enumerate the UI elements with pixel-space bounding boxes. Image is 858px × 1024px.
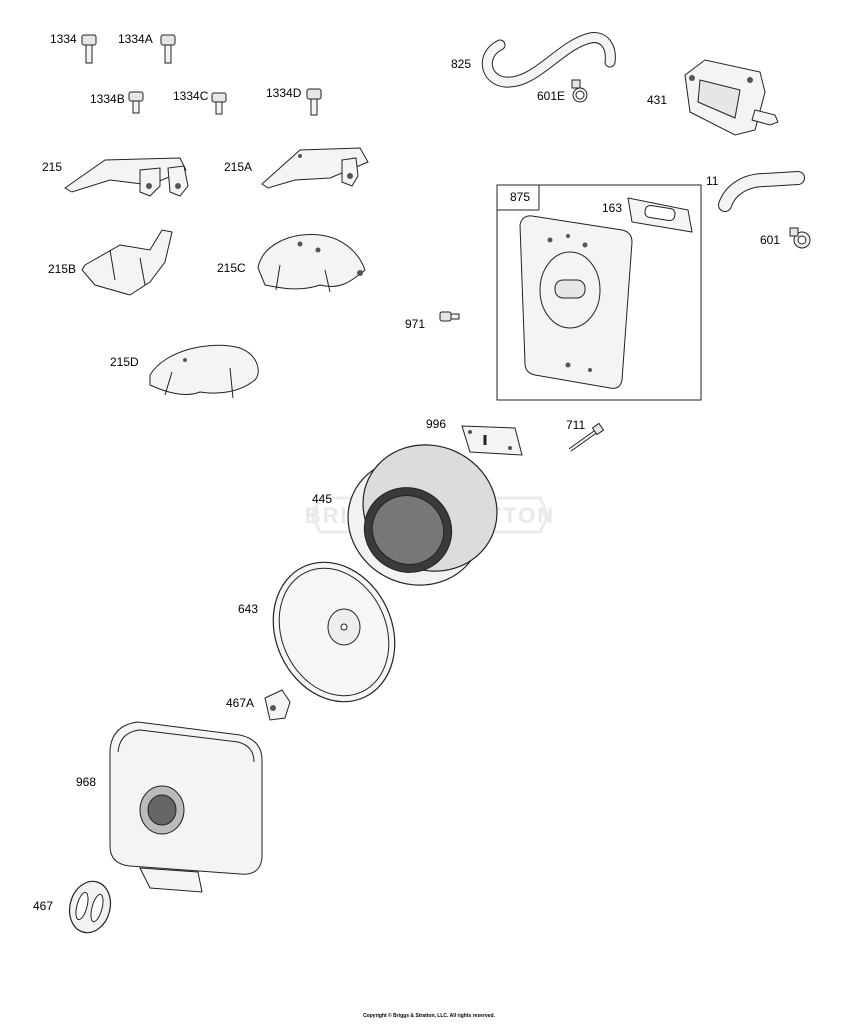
- bolt-1334c: [211, 92, 227, 115]
- part-label-431: 431: [647, 93, 667, 107]
- part-label-971: 971: [405, 317, 425, 331]
- part-label-643: 643: [238, 602, 258, 616]
- air-cleaner-cover-968: [109, 721, 263, 893]
- copyright-notice: Copyright © Briggs & Stratton, LLC. All …: [363, 1013, 495, 1019]
- part-label-1334: 1334: [50, 32, 77, 46]
- part-label-11: 11: [706, 174, 719, 188]
- base-plate-kit-875: [496, 184, 702, 401]
- part-label-825: 825: [451, 57, 471, 71]
- part-label-601: 601: [760, 233, 780, 247]
- part-label-215c: 215C: [217, 261, 246, 275]
- bolt-1334: [81, 34, 97, 64]
- part-label-1334c: 1334C: [173, 89, 209, 103]
- clamp-601: [789, 227, 811, 249]
- part-label-163: 163: [602, 201, 622, 215]
- part-label-215b: 215B: [48, 262, 76, 276]
- bolt-1334b: [128, 91, 144, 114]
- screw-971: [439, 311, 460, 322]
- adapter-431: [684, 59, 779, 136]
- bracket-215a: [261, 147, 369, 189]
- knob-467: [68, 880, 112, 934]
- air-filter-445: [347, 444, 498, 586]
- part-label-875: 875: [510, 190, 530, 204]
- elbow-hose-11: [718, 171, 805, 212]
- bolt-711: [568, 422, 605, 452]
- clamp-601e: [571, 79, 588, 103]
- bolt-1334a: [160, 34, 176, 64]
- part-label-467: 467: [33, 899, 53, 913]
- cover-215d: [149, 344, 259, 399]
- cover-215c: [257, 234, 366, 293]
- part-label-1334a: 1334A: [118, 32, 153, 46]
- pre-cleaner-643: [272, 561, 396, 703]
- part-label-467a: 467A: [226, 696, 254, 710]
- bolt-1334d: [306, 88, 322, 116]
- part-label-601e: 601E: [537, 89, 565, 103]
- part-label-968: 968: [76, 775, 96, 789]
- hose-825: [481, 32, 616, 88]
- part-label-445: 445: [312, 492, 332, 506]
- part-label-215d: 215D: [110, 355, 139, 369]
- plate-996: [461, 425, 523, 456]
- part-label-711: 711: [566, 418, 585, 432]
- knob-467a: [264, 689, 291, 721]
- part-label-1334b: 1334B: [90, 92, 125, 106]
- bracket-215: [64, 157, 189, 197]
- bracket-215b: [81, 229, 173, 296]
- part-label-996: 996: [426, 417, 446, 431]
- part-label-215: 215: [42, 160, 62, 174]
- gasket-163: [627, 197, 693, 233]
- part-label-215a: 215A: [224, 160, 252, 174]
- part-label-1334d: 1334D: [266, 86, 302, 100]
